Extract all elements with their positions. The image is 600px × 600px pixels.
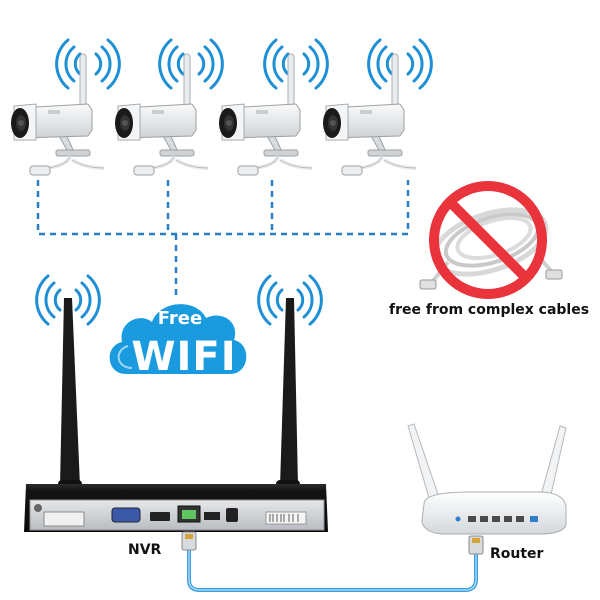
cables-caption: free from complex cables	[389, 302, 590, 318]
wifi-signal-icon	[158, 38, 224, 90]
router-label: Router	[490, 546, 544, 562]
wifi-badge-top-text: Free	[157, 308, 203, 329]
wifi-signal-icon	[263, 38, 329, 90]
camera-row	[9, 52, 418, 177]
camera-signal-icons	[55, 38, 433, 90]
dashed-wireless-links	[36, 180, 410, 300]
nvr-recorder-icon	[24, 484, 328, 532]
wifi-signal-icon	[55, 38, 121, 90]
free-wifi-cloud-icon	[109, 304, 247, 374]
ethernet-cable	[181, 531, 484, 592]
wifi-router-icon	[407, 423, 567, 535]
no-symbol-icon	[429, 181, 547, 299]
wifi-badge-main-text: WIFI	[131, 334, 237, 380]
wifi-signal-icon	[367, 38, 433, 90]
nvr-label: NVR	[128, 542, 162, 558]
